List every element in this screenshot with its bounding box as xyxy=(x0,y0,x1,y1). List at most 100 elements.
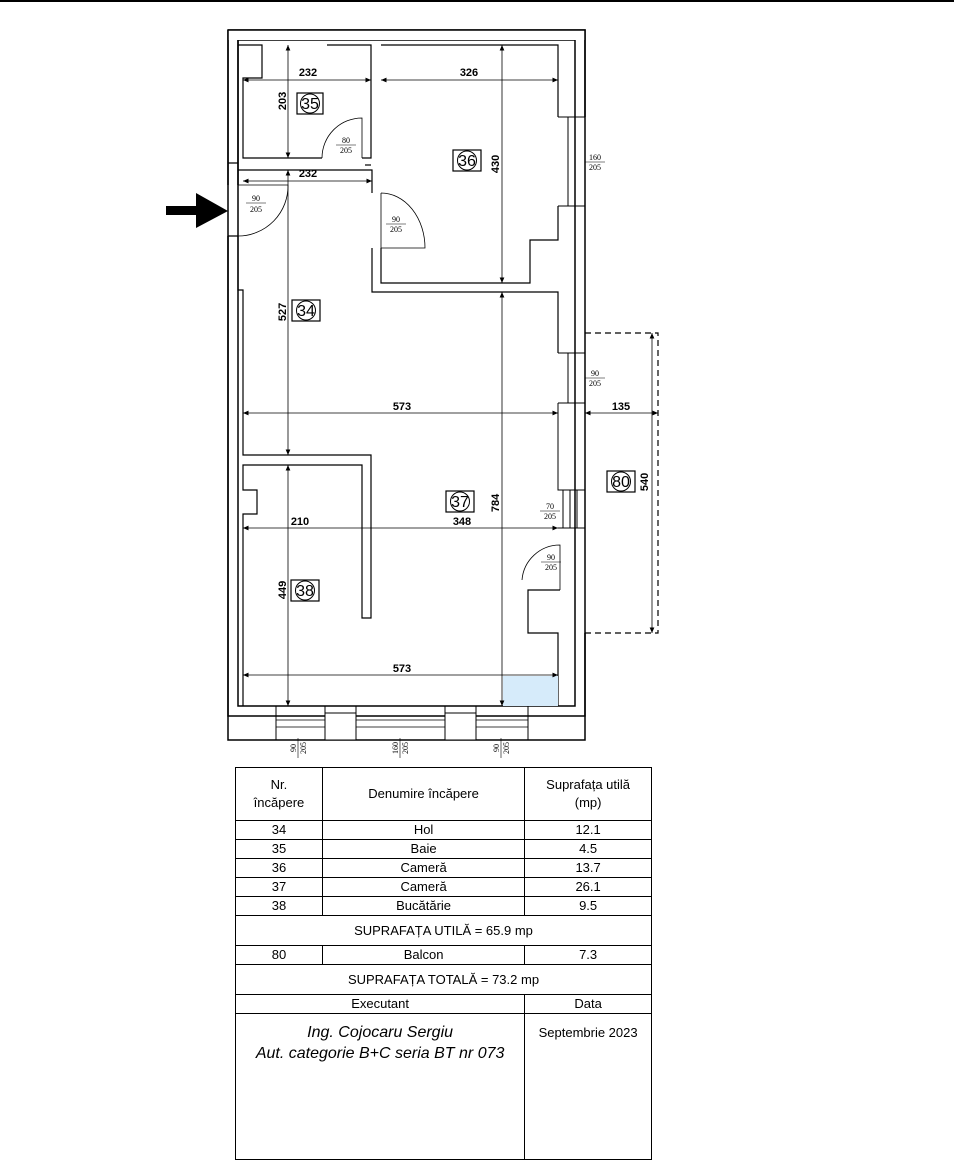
dim-room36-height: 430 xyxy=(490,155,502,173)
svg-text:205: 205 xyxy=(250,205,262,214)
door-entry xyxy=(237,184,289,237)
svg-text:205: 205 xyxy=(589,379,601,388)
svg-text:34: 34 xyxy=(297,303,315,320)
room-area: 13.7 xyxy=(524,858,652,878)
legend-header-row: Nr. încăpere Denumire încăpere Suprafața… xyxy=(235,767,652,821)
room-badge-36: 36 xyxy=(452,149,482,172)
useful-area-total: SUPRAFAȚA UTILĂ = 65.9 mp xyxy=(235,915,652,946)
dim-hall-total-width: 573 xyxy=(393,401,411,413)
useful-area-total-row: SUPRAFAȚA UTILĂ = 65.9 mp xyxy=(235,915,652,946)
executant-cell: Ing. Cojocaru Sergiu Aut. categorie B+C … xyxy=(234,1013,526,1160)
date-value: Septembrie 2023 xyxy=(538,1025,638,1040)
room-number: 34 xyxy=(235,820,323,840)
svg-text:80: 80 xyxy=(342,136,350,145)
svg-text:90: 90 xyxy=(492,744,501,752)
executant-body-row: Ing. Cojocaru Sergiu Aut. categorie B+C … xyxy=(234,1013,652,1160)
room-badge-80: 80 xyxy=(606,470,636,493)
date-label: Data xyxy=(524,994,652,1014)
rooms-legend-table: Nr. încăpere Denumire încăpere Suprafața… xyxy=(234,767,652,1160)
svg-text:205: 205 xyxy=(299,742,308,754)
svg-text:80: 80 xyxy=(612,474,630,491)
svg-text:90: 90 xyxy=(252,194,260,203)
svg-text:90: 90 xyxy=(547,553,555,562)
dim-kitchen-width: 210 xyxy=(291,516,309,528)
room-badge-38: 38 xyxy=(290,579,320,602)
header-room-name: Denumire încăpere xyxy=(321,767,526,821)
opening-door-bathroom: 80 205 xyxy=(336,136,356,155)
dim-kitchen-height: 449 xyxy=(277,581,289,599)
room-area: 7.3 xyxy=(524,945,652,965)
top-border-line xyxy=(0,0,954,2)
opening-window-small: 70 205 xyxy=(540,502,560,521)
table-row: 80 Balcon 7.3 xyxy=(235,945,652,965)
floor-plan: 232 326 203 430 232 527 573 135 540 784 … xyxy=(166,29,659,758)
opening-window-room36: 160 205 xyxy=(585,153,605,172)
dim-room37-width: 348 xyxy=(453,516,471,528)
dim-bath-width: 232 xyxy=(299,67,317,79)
room-number: 37 xyxy=(235,877,323,897)
wall-room36 xyxy=(371,44,559,353)
table-row: 34 Hol 12.1 xyxy=(235,820,652,840)
room-name: Balcon xyxy=(321,945,526,965)
room-number: 36 xyxy=(235,858,323,878)
dim-bottom-width: 573 xyxy=(393,663,411,675)
balcony-outline xyxy=(585,332,659,634)
svg-text:90: 90 xyxy=(392,215,400,224)
room-area: 12.1 xyxy=(524,820,652,840)
svg-text:38: 38 xyxy=(296,583,314,600)
dim-bath-height: 203 xyxy=(277,92,289,110)
svg-text:160: 160 xyxy=(391,742,400,754)
opening-door-room36: 90 205 xyxy=(386,215,406,234)
header-room-area: Suprafața utilă (mp) xyxy=(524,767,652,821)
svg-text:205: 205 xyxy=(390,225,402,234)
room-area: 9.5 xyxy=(524,896,652,916)
room-number: 35 xyxy=(235,839,323,859)
svg-text:205: 205 xyxy=(340,146,352,155)
dim-balcony-length: 540 xyxy=(639,473,651,491)
room-name: Bucătărie xyxy=(321,896,526,916)
door-room36 xyxy=(380,192,426,249)
dim-room36-width: 326 xyxy=(460,67,478,79)
dim-hall-width: 232 xyxy=(299,168,317,180)
room-name: Baie xyxy=(321,839,526,859)
room-name: Hol xyxy=(321,820,526,840)
opening-window-bottom-mid: 160 205 xyxy=(391,738,410,758)
svg-text:90: 90 xyxy=(591,369,599,378)
dim-room37-height: 784 xyxy=(490,493,502,512)
table-row: 35 Baie 4.5 xyxy=(235,839,652,859)
opening-door-balcony: 90 205 xyxy=(541,553,561,572)
date-cell: Septembrie 2023 xyxy=(524,1013,652,1160)
room-badge-34: 34 xyxy=(291,299,321,322)
grand-area-total: SUPRAFAȚA TOTALĂ = 73.2 mp xyxy=(235,964,652,995)
svg-text:205: 205 xyxy=(502,742,511,754)
svg-text:35: 35 xyxy=(301,96,319,113)
header-room-number: Nr. încăpere xyxy=(235,767,323,821)
svg-text:70: 70 xyxy=(546,502,554,511)
svg-text:205: 205 xyxy=(544,512,556,521)
opening-window-balcony: 90 205 xyxy=(585,369,605,388)
table-row: 37 Cameră 26.1 xyxy=(235,877,652,897)
room-name: Cameră xyxy=(321,858,526,878)
opening-door-entry: 90 205 xyxy=(246,194,266,214)
svg-text:205: 205 xyxy=(545,563,557,572)
room-number: 38 xyxy=(235,896,323,916)
room-area: 26.1 xyxy=(524,877,652,897)
svg-text:205: 205 xyxy=(589,163,601,172)
room-badge-37: 37 xyxy=(445,490,475,513)
table-row: 38 Bucătărie 9.5 xyxy=(235,896,652,916)
room-number: 80 xyxy=(235,945,323,965)
svg-text:160: 160 xyxy=(589,153,601,162)
exterior-wall xyxy=(227,29,586,717)
table-row: 36 Cameră 13.7 xyxy=(235,858,652,878)
door-balcony xyxy=(521,544,561,590)
executant-authorization: Aut. categorie B+C seria BT nr 073 xyxy=(255,1045,505,1062)
executant-name: Ing. Cojocaru Sergiu xyxy=(307,1024,454,1041)
svg-text:37: 37 xyxy=(451,494,469,511)
door-bathroom xyxy=(321,117,363,159)
opening-window-bottom-right: 90 205 xyxy=(492,738,511,758)
room-area: 4.5 xyxy=(524,839,652,859)
svg-text:90: 90 xyxy=(289,744,298,752)
room-badge-35: 35 xyxy=(296,92,324,115)
room-name: Cameră xyxy=(321,877,526,897)
grand-total-row: SUPRAFAȚA TOTALĂ = 73.2 mp xyxy=(235,964,652,995)
